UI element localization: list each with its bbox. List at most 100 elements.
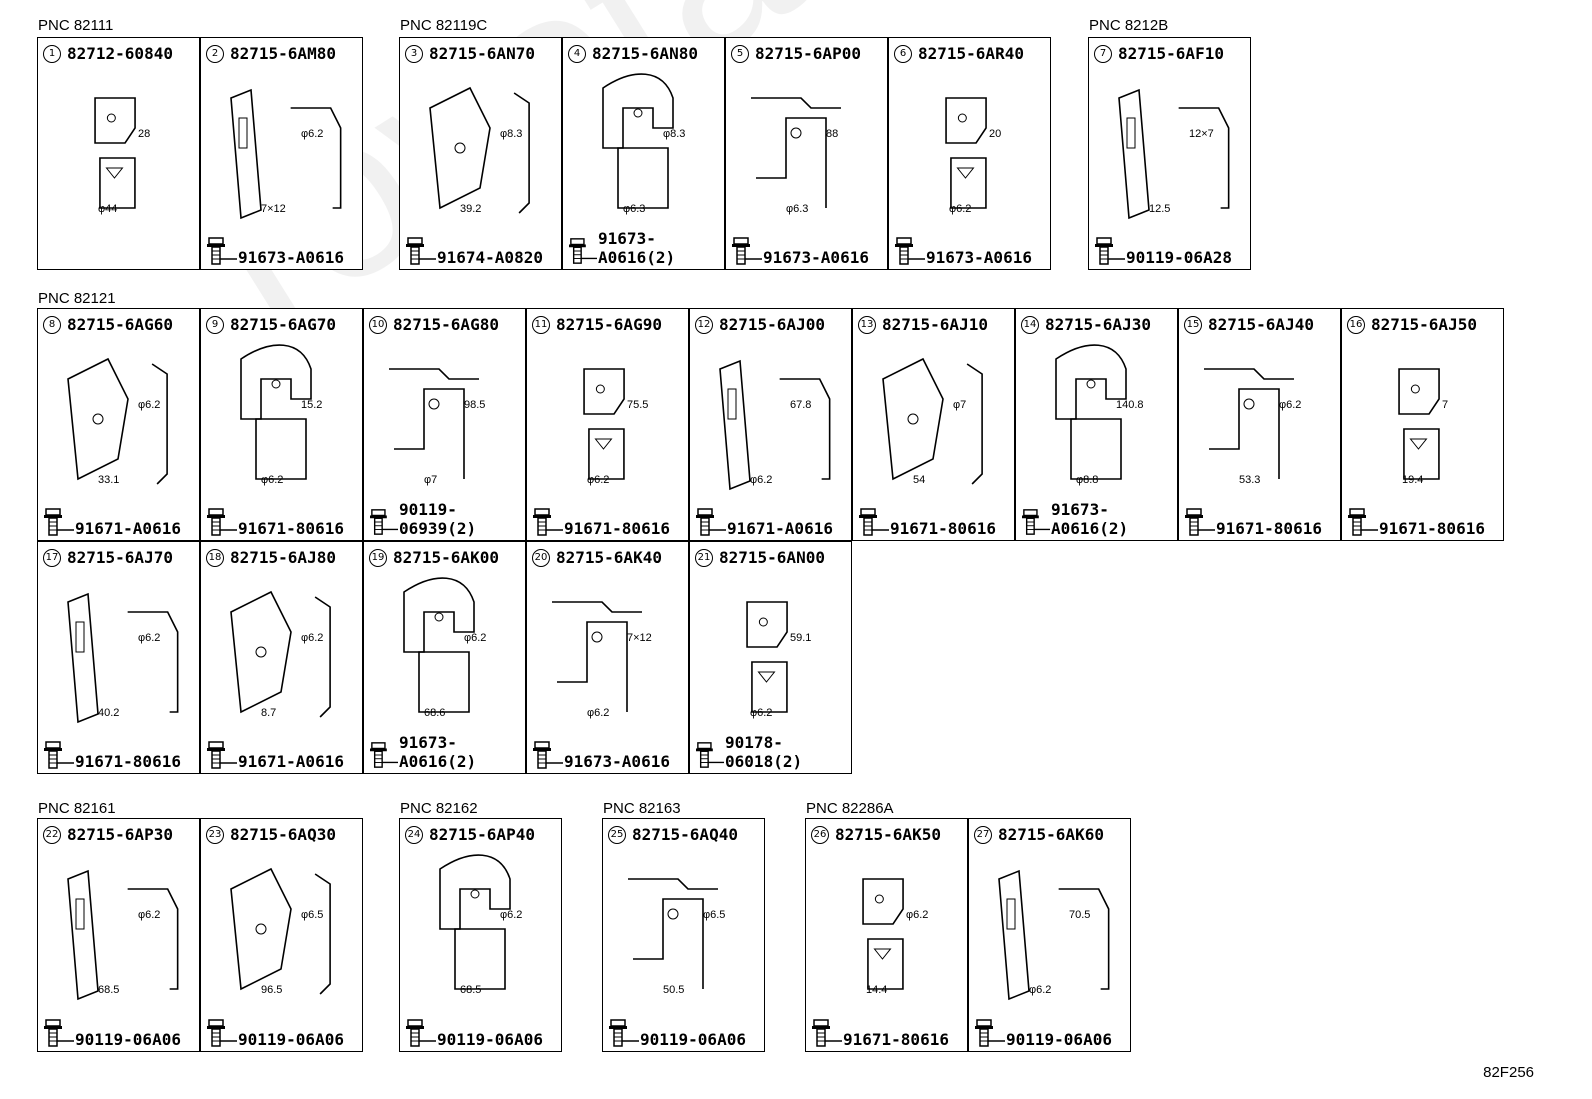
bolt-part-number[interactable]: 91671-A0616: [727, 519, 833, 538]
part-number[interactable]: 82715-6AQ40: [632, 825, 738, 844]
bolt-part-number[interactable]: 90119-06A06: [640, 1030, 746, 1049]
bolt-part-number[interactable]: 90119-06A06: [75, 1030, 181, 1049]
dimension-label: φ6.2: [949, 203, 972, 215]
dimension-label: φ6.2: [301, 632, 324, 644]
part-number[interactable]: 82715-6AG60: [67, 315, 173, 334]
bolt-part-number[interactable]: 91671-80616: [564, 519, 670, 538]
part-number[interactable]: 82715-6AJ40: [1208, 315, 1314, 334]
part-number[interactable]: 82715-6AK00: [393, 548, 499, 567]
bolt-part-number[interactable]: 91671-80616: [1216, 519, 1322, 538]
bolt-part-number[interactable]: 90178-06018(2): [725, 733, 803, 771]
bolt-part-number[interactable]: 91671-80616: [890, 519, 996, 538]
bolt-part-number[interactable]: 91673-A0616: [763, 248, 869, 267]
bolt-part-number[interactable]: 91671-80616: [238, 519, 344, 538]
bolt-part-number[interactable]: 90119-06A28: [1126, 248, 1232, 267]
dimension-label: 14.4: [866, 984, 888, 996]
part-number[interactable]: 82715-6AJ80: [230, 548, 336, 567]
bolt-part-number[interactable]: 91671-80616: [75, 752, 181, 771]
part-number[interactable]: 82715-6AJ50: [1371, 315, 1477, 334]
bolt-part-number[interactable]: 91671-80616: [843, 1030, 949, 1049]
part-number[interactable]: 82715-6AR40: [918, 44, 1024, 63]
bolt-part-number[interactable]: 91671-80616: [1379, 519, 1485, 538]
bolt-callout: 91674-A0820: [406, 237, 543, 267]
part-number[interactable]: 82712-60840: [67, 44, 173, 63]
part-number[interactable]: 82715-6AN80: [592, 44, 698, 63]
bolt-part-number[interactable]: 91673-A0616: [238, 248, 344, 267]
part-number[interactable]: 82715-6AG80: [393, 315, 499, 334]
part-number[interactable]: 82715-6AK50: [835, 825, 941, 844]
bolt-part-number[interactable]: 90119-06A06: [1006, 1030, 1112, 1049]
part-number[interactable]: 82715-6AN00: [719, 548, 825, 567]
bolt-callout: 91671-A0616: [44, 508, 181, 538]
bolt-part-number[interactable]: 91673-A0616(2): [399, 733, 477, 771]
dimension-label: φ6.2: [138, 909, 161, 921]
part-number[interactable]: 82715-6AJ70: [67, 548, 173, 567]
bolt-part-number[interactable]: 91671-A0616: [238, 752, 344, 771]
bolt-icon: [533, 508, 563, 536]
part-number[interactable]: 82715-6AN70: [429, 44, 535, 63]
part-number[interactable]: 82715-6AF10: [1118, 44, 1224, 63]
bolt-part-number[interactable]: 91674-A0820: [437, 248, 543, 267]
part-number[interactable]: 82715-6AG90: [556, 315, 662, 334]
bolt-part-number[interactable]: 90119-06939(2): [399, 500, 477, 538]
dimension-label: 53.3: [1239, 474, 1261, 486]
part-number[interactable]: 82715-6AM80: [230, 44, 336, 63]
bolt-part-number[interactable]: 91671-A0616: [75, 519, 181, 538]
bolt-callout: 91673-A0616: [732, 237, 869, 267]
bolt-callout: 91673-A0616: [533, 741, 670, 771]
bolt-part-number[interactable]: 91673-A0616: [564, 752, 670, 771]
bolt-part-number[interactable]: 90119-06A06: [238, 1030, 344, 1049]
part-header: 10 82715-6AG80: [369, 315, 499, 334]
bolt-part-number[interactable]: 91673-A0616: [926, 248, 1032, 267]
item-number-badge: 10: [369, 315, 387, 334]
part-number[interactable]: 82715-6AP40: [429, 825, 535, 844]
part-number[interactable]: 82715-6AP00: [755, 44, 861, 63]
part-number[interactable]: 82715-6AJ00: [719, 315, 825, 334]
bolt-part-number[interactable]: 91673-A0616(2): [598, 229, 676, 267]
part-number[interactable]: 82715-6AJ10: [882, 315, 988, 334]
item-number-badge: 27: [974, 825, 992, 844]
part-number[interactable]: 82715-6AQ30: [230, 825, 336, 844]
dimension-label: 68.5: [98, 984, 120, 996]
bolt-part-number[interactable]: 90119-06A06: [437, 1030, 543, 1049]
part-number[interactable]: 82715-6AK40: [556, 548, 662, 567]
part-number[interactable]: 82715-6AP30: [67, 825, 173, 844]
item-number-badge: 15: [1184, 315, 1202, 334]
part-number[interactable]: 82715-6AJ30: [1045, 315, 1151, 334]
dimension-label: φ6.2: [301, 128, 324, 140]
part-number[interactable]: 82715-6AK60: [998, 825, 1104, 844]
bolt-part-number[interactable]: 91673-A0616(2): [1051, 500, 1129, 538]
part-number[interactable]: 82715-6AG70: [230, 315, 336, 334]
